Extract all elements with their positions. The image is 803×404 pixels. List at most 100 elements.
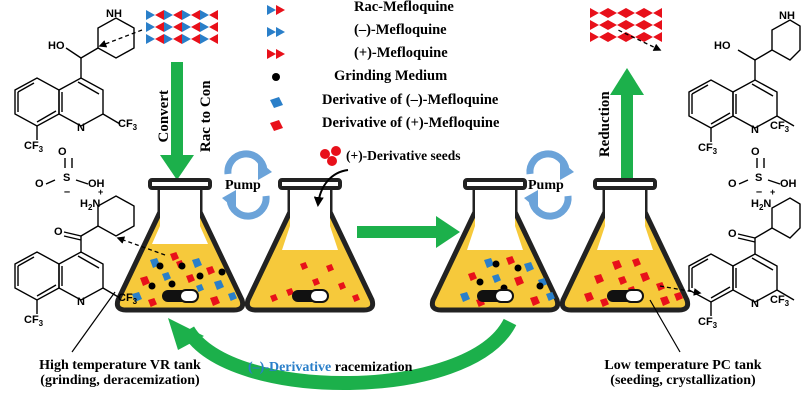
pump-cycle-icon-left	[222, 150, 272, 220]
crystal-shape	[146, 34, 155, 44]
atom-label: NH	[106, 8, 122, 20]
crystal-shape	[155, 34, 164, 44]
crystal-shape	[617, 32, 626, 42]
legend-rac-label: Rac-Mefloquine	[354, 0, 454, 15]
crystal-shape	[191, 10, 200, 20]
crystal-shape	[182, 22, 191, 32]
crystal-shape	[191, 34, 200, 44]
atom-label: N	[751, 124, 759, 136]
atom-label: +	[770, 187, 776, 197]
particle	[674, 292, 683, 301]
legend-deriv-plus-symbol	[270, 120, 283, 131]
atom-label: CF3	[698, 142, 718, 157]
crystal-shape	[590, 32, 599, 42]
crystal-shape	[653, 20, 662, 30]
particle	[594, 274, 604, 284]
vr-tank-flask-left	[114, 178, 246, 313]
legend-plus-label: (+)-Mefloquine	[354, 45, 448, 61]
atom-label: OH	[780, 178, 797, 190]
atom-label: O	[728, 178, 737, 190]
derivative-structure-right	[688, 158, 801, 316]
crystal-shape	[590, 20, 599, 30]
particle	[170, 252, 179, 261]
rac-mefloquine-crystals	[146, 10, 218, 44]
particle	[640, 272, 650, 282]
stir-bar-icon	[292, 289, 329, 303]
atom-label: O	[54, 226, 63, 238]
particle	[132, 292, 142, 302]
particle	[514, 276, 524, 286]
crystal-shape	[146, 10, 155, 20]
legend-deriv-minus-label: Derivative of (–)-Mefloquine	[322, 92, 499, 108]
atom-label: CF3	[698, 316, 718, 331]
particle	[286, 288, 294, 296]
atom-label: –	[756, 186, 763, 198]
grinding-medium-particle	[148, 282, 156, 290]
seed-arrow	[313, 169, 349, 207]
dashed-arrow	[617, 29, 662, 51]
grinding-medium-particle	[476, 278, 484, 286]
atom-label: O	[728, 228, 737, 240]
dashed-arrow	[116, 236, 166, 256]
racemization-label: (–)-Derivative racemization	[248, 360, 412, 375]
atom-label: S	[755, 172, 763, 184]
seeds-label: (+)-Derivative seeds	[346, 148, 461, 163]
grinding-medium-particle	[218, 268, 226, 276]
legend-minus-symbol	[267, 27, 285, 37]
crystal-shape	[164, 10, 173, 20]
crystal-shape	[599, 8, 608, 18]
particle	[546, 292, 555, 301]
crystal-shape	[608, 20, 617, 30]
atom-label: OH	[88, 178, 105, 190]
particle	[300, 262, 308, 270]
vr-tank-caption: High temperature VR tank(grinding, derac…	[39, 358, 201, 389]
particle	[140, 276, 150, 286]
crystal-shape	[644, 32, 653, 42]
particle	[206, 266, 215, 275]
pc-tank-leader-line	[649, 299, 681, 353]
pc-tank-flask-left	[429, 178, 561, 313]
atom-label: S	[63, 172, 71, 184]
stir-bar-icon	[607, 289, 644, 303]
convert-label: Convert	[155, 90, 172, 143]
pc-tank-caption: Low temperature PC tank(seeding, crystal…	[604, 358, 762, 389]
atom-label: HO	[48, 40, 65, 52]
atom-label: H2N	[80, 198, 101, 213]
racemization-return-arrow	[168, 318, 517, 391]
particle	[352, 294, 360, 302]
atom-label: N	[77, 296, 85, 308]
particle	[214, 280, 224, 290]
particle	[228, 292, 237, 301]
grinding-medium-particle	[178, 262, 186, 270]
atom-label: O	[751, 146, 760, 158]
crystal-shape	[635, 32, 644, 42]
reduction-arrow	[610, 68, 644, 182]
crystal-shape	[608, 32, 617, 42]
crystal-shape	[191, 22, 200, 32]
crystal-shape	[164, 34, 173, 44]
crystal-shape	[635, 8, 644, 18]
particle	[192, 258, 202, 268]
particle	[524, 262, 534, 272]
atom-label: CF3	[770, 120, 790, 135]
plus-mefloquine-crystals	[590, 8, 662, 42]
legend-rac-symbol	[267, 5, 285, 15]
crystal-shape	[155, 22, 164, 32]
atom-label: CF3	[24, 314, 44, 329]
crystal-shape	[653, 8, 662, 18]
particle	[270, 294, 278, 302]
pump-cycle-icon-right	[524, 150, 574, 220]
atom-label: CF3	[118, 118, 138, 133]
pc-tank-flask-right	[559, 178, 691, 313]
legend-minus-label: (–)-Mefloquine	[354, 22, 447, 38]
rac-to-con-label: Rac to Con	[197, 80, 214, 153]
racemization-label-colored: (–)-Derivative	[248, 360, 332, 375]
crystal-shape	[209, 22, 218, 32]
atom-label: NH	[779, 10, 795, 22]
crystal-shape	[200, 22, 209, 32]
legend-medium-label: Grinding Medium	[334, 68, 448, 84]
atom-label: +	[98, 187, 104, 197]
particle	[210, 296, 220, 306]
crystal-shape	[644, 20, 653, 30]
